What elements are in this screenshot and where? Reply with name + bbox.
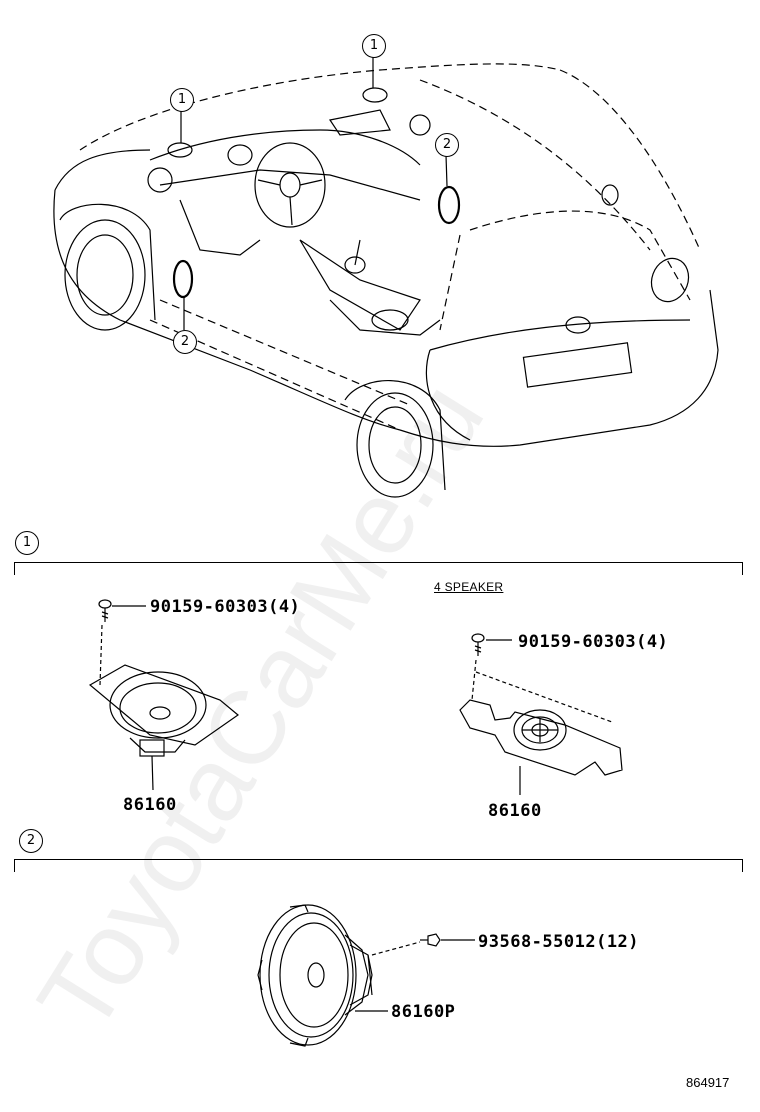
section-1-left-speaker-part-number: 86160 — [123, 795, 177, 815]
callout-2-left-door: 2 — [173, 330, 197, 354]
section-1-right-speaker-part-number: 86160 — [488, 801, 542, 821]
section-1-bracket — [14, 562, 743, 575]
callout-1-front-right: 1 — [362, 34, 386, 58]
four-speaker-note: 4 SPEAKER — [434, 580, 504, 594]
section-2-marker: 2 — [19, 829, 43, 853]
section-2-bracket — [14, 859, 743, 872]
section-1-marker: 1 — [15, 531, 39, 555]
callout-1-front-left: 1 — [170, 88, 194, 112]
diagram-number: 864917 — [686, 1075, 730, 1090]
section-1-right-bolt-part-number: 90159-60303(4) — [518, 632, 669, 652]
section-2-screw-part-number: 93568-55012(12) — [478, 932, 640, 952]
car-overview-illustration — [53, 56, 719, 498]
section-1-left-bolt-part-number: 90159-60303(4) — [150, 597, 301, 617]
section-2-speaker-part-number: 86160P — [391, 1002, 456, 1022]
callout-2-right-door: 2 — [435, 133, 459, 157]
